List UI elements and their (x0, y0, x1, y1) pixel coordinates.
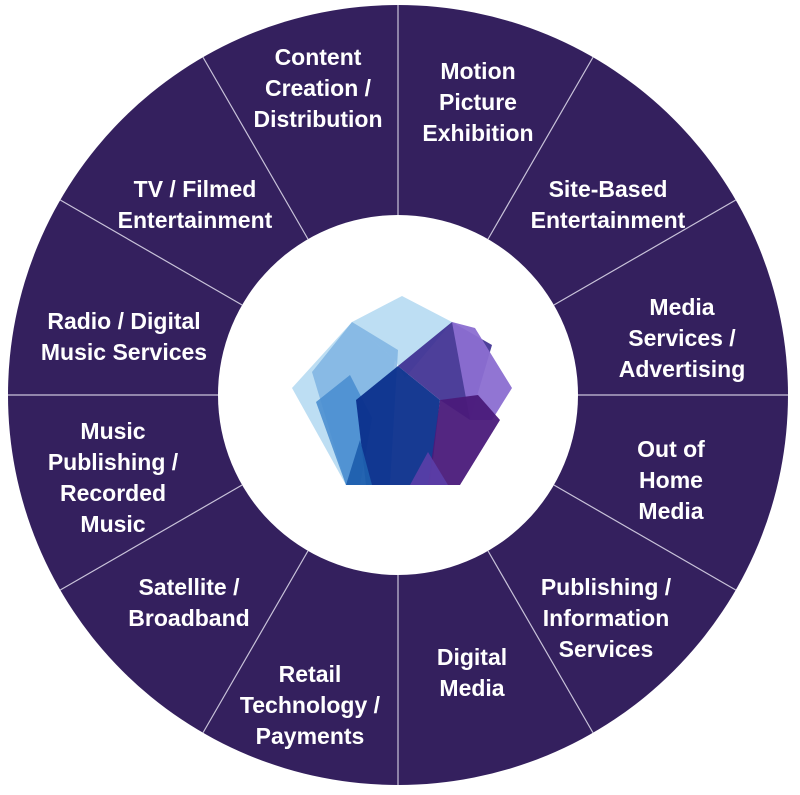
segment-label-line: Media (649, 294, 714, 320)
segment-label-line: Home (639, 467, 703, 493)
segment-label-line: Distribution (253, 106, 382, 132)
segment-label-line: Media (638, 498, 703, 524)
segment-label-line: Retail (279, 661, 342, 687)
segment-divider (59, 484, 243, 591)
segment-label-line: Exhibition (422, 120, 533, 146)
segment-label-line: Entertainment (531, 207, 686, 233)
segment-label-line: Radio / Digital (47, 308, 200, 334)
logo-petal (346, 440, 372, 485)
segment-label-line: Motion (440, 58, 515, 84)
logo-petal (356, 366, 440, 485)
segment-divider (487, 550, 594, 734)
lotus-crown-icon (292, 296, 512, 485)
segment-divider (553, 199, 737, 306)
segment-label-line: Media (439, 675, 504, 701)
segment-label-line: Digital (437, 644, 507, 670)
segment-label-line: Site-Based (549, 176, 668, 202)
segment-label-line: Publishing / (541, 574, 672, 600)
segment-label-line: Recorded (60, 480, 166, 506)
segment-label-line: Content (275, 44, 362, 70)
segment-label-line: Information (543, 605, 670, 631)
segment-label-line: TV / Filmed (134, 176, 257, 202)
segment-label-line: Entertainment (118, 207, 273, 233)
segment-divider (553, 484, 737, 591)
segment-label-line: Services / (628, 325, 736, 351)
logo-petal (352, 296, 452, 378)
segment-label-line: Publishing / (48, 449, 179, 475)
segment-divider (487, 56, 594, 240)
segment-label-line: Music Services (41, 339, 207, 365)
segment-label-line: Music (80, 418, 145, 444)
segment-dividers (8, 5, 788, 785)
segment-label-line: Services (559, 636, 654, 662)
segment-label-line: Creation / (265, 75, 372, 101)
segment-label-line: Technology / (240, 692, 381, 718)
segment-divider (59, 199, 243, 306)
segment-label-line: Advertising (619, 356, 746, 382)
logo-petal (410, 452, 448, 485)
segment-divider (202, 56, 309, 240)
segment-label-line: Music (80, 511, 145, 537)
logo-petal (452, 322, 512, 420)
segment-label-line: Out of (637, 436, 705, 462)
segment-divider (202, 550, 309, 734)
segment-label-line: Broadband (128, 605, 249, 631)
logo-petal (428, 395, 500, 485)
segment-label-line: Satellite / (139, 574, 241, 600)
segment-label-line: Payments (256, 723, 365, 749)
segment-label-line: Picture (439, 89, 517, 115)
segment-satellite: Satellite / Broadband (128, 574, 249, 631)
